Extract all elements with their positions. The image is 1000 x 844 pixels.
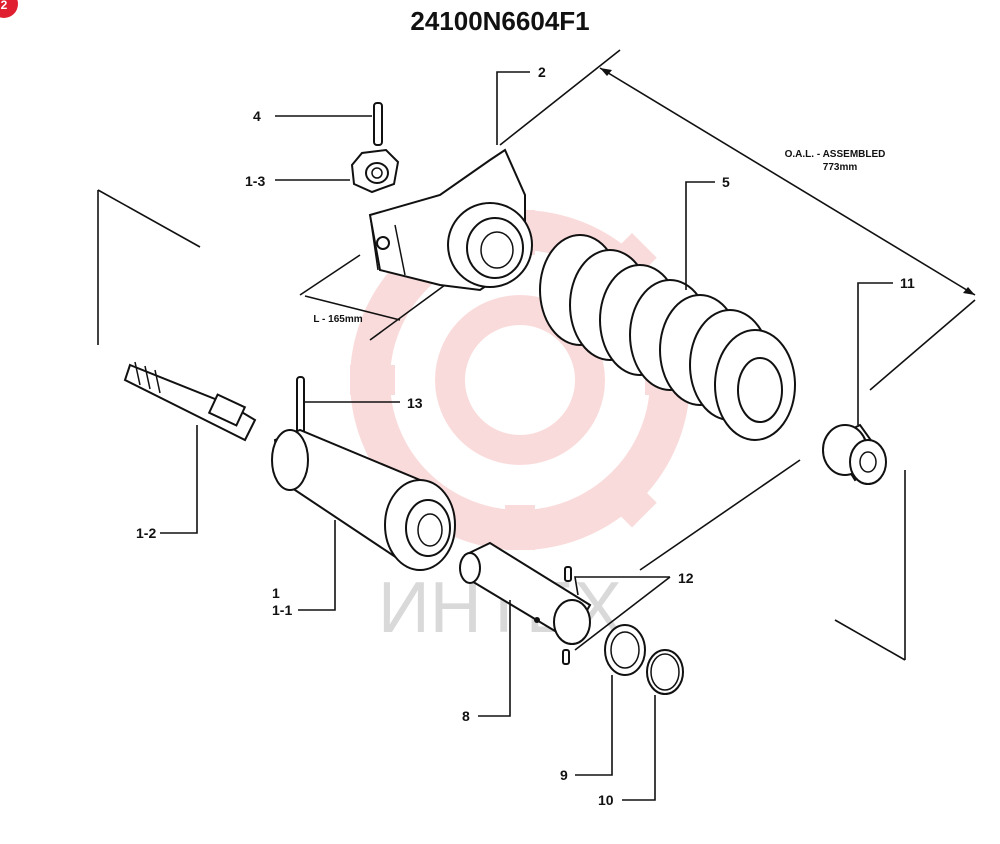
svg-text:L - 165mm: L - 165mm (313, 314, 362, 325)
pins-part-12 (562, 566, 572, 665)
svg-text:4: 4 (253, 108, 261, 124)
callout-8: 8 (462, 600, 511, 724)
callout-10: 10 (598, 695, 656, 808)
bolt-part-1-2 (123, 361, 257, 442)
svg-text:13: 13 (407, 395, 423, 411)
oal-dimension: O.A.L. - ASSEMBLED 773mm (499, 49, 976, 391)
svg-text:5: 5 (722, 174, 730, 190)
pin-part-13 (296, 376, 305, 438)
svg-text:1-1: 1-1 (272, 602, 292, 618)
svg-text:11: 11 (900, 275, 915, 291)
svg-text:12: 12 (678, 570, 694, 586)
svg-text:773mm: 773mm (823, 162, 858, 173)
pin-part-4 (373, 102, 383, 146)
svg-text:1-2: 1-2 (136, 525, 156, 541)
svg-text:2: 2 (538, 64, 546, 80)
svg-text:1: 1 (272, 585, 280, 601)
corner-badge: 2 (0, 0, 18, 18)
callout-9: 9 (560, 675, 613, 783)
svg-text:2: 2 (1, 0, 8, 12)
bushing-part-11 (822, 423, 887, 485)
svg-text:9: 9 (560, 767, 568, 783)
nut-part-1-3 (350, 148, 400, 194)
svg-text:O.A.L. - ASSEMBLED: O.A.L. - ASSEMBLED (785, 149, 886, 160)
yoke-part-2 (368, 148, 533, 292)
frame-lines (97, 189, 906, 661)
callout-5: 5 (685, 174, 730, 290)
oring-part-10 (646, 649, 684, 695)
callout-12: 12 (574, 570, 694, 651)
callout-4: 4 (253, 108, 372, 124)
svg-text:10: 10 (598, 792, 614, 808)
svg-text:1-3: 1-3 (245, 173, 265, 189)
callout-1: 1 1-1 (272, 520, 336, 618)
part-number-title: 24100N6604F1 (410, 6, 589, 36)
callout-1-2: 1-2 (136, 425, 198, 541)
callout-11: 11 (857, 275, 915, 425)
spring-part-5 (539, 234, 796, 441)
svg-text:8: 8 (462, 708, 470, 724)
sleeve-part-8 (459, 541, 592, 645)
ring-part-9 (604, 624, 646, 676)
callout-2: 2 (496, 64, 546, 145)
rod-part-1 (271, 428, 456, 571)
callout-13: 13 (305, 395, 423, 411)
callout-1-3: 1-3 (245, 173, 350, 189)
l-dimension: L - 165mm (299, 254, 446, 341)
